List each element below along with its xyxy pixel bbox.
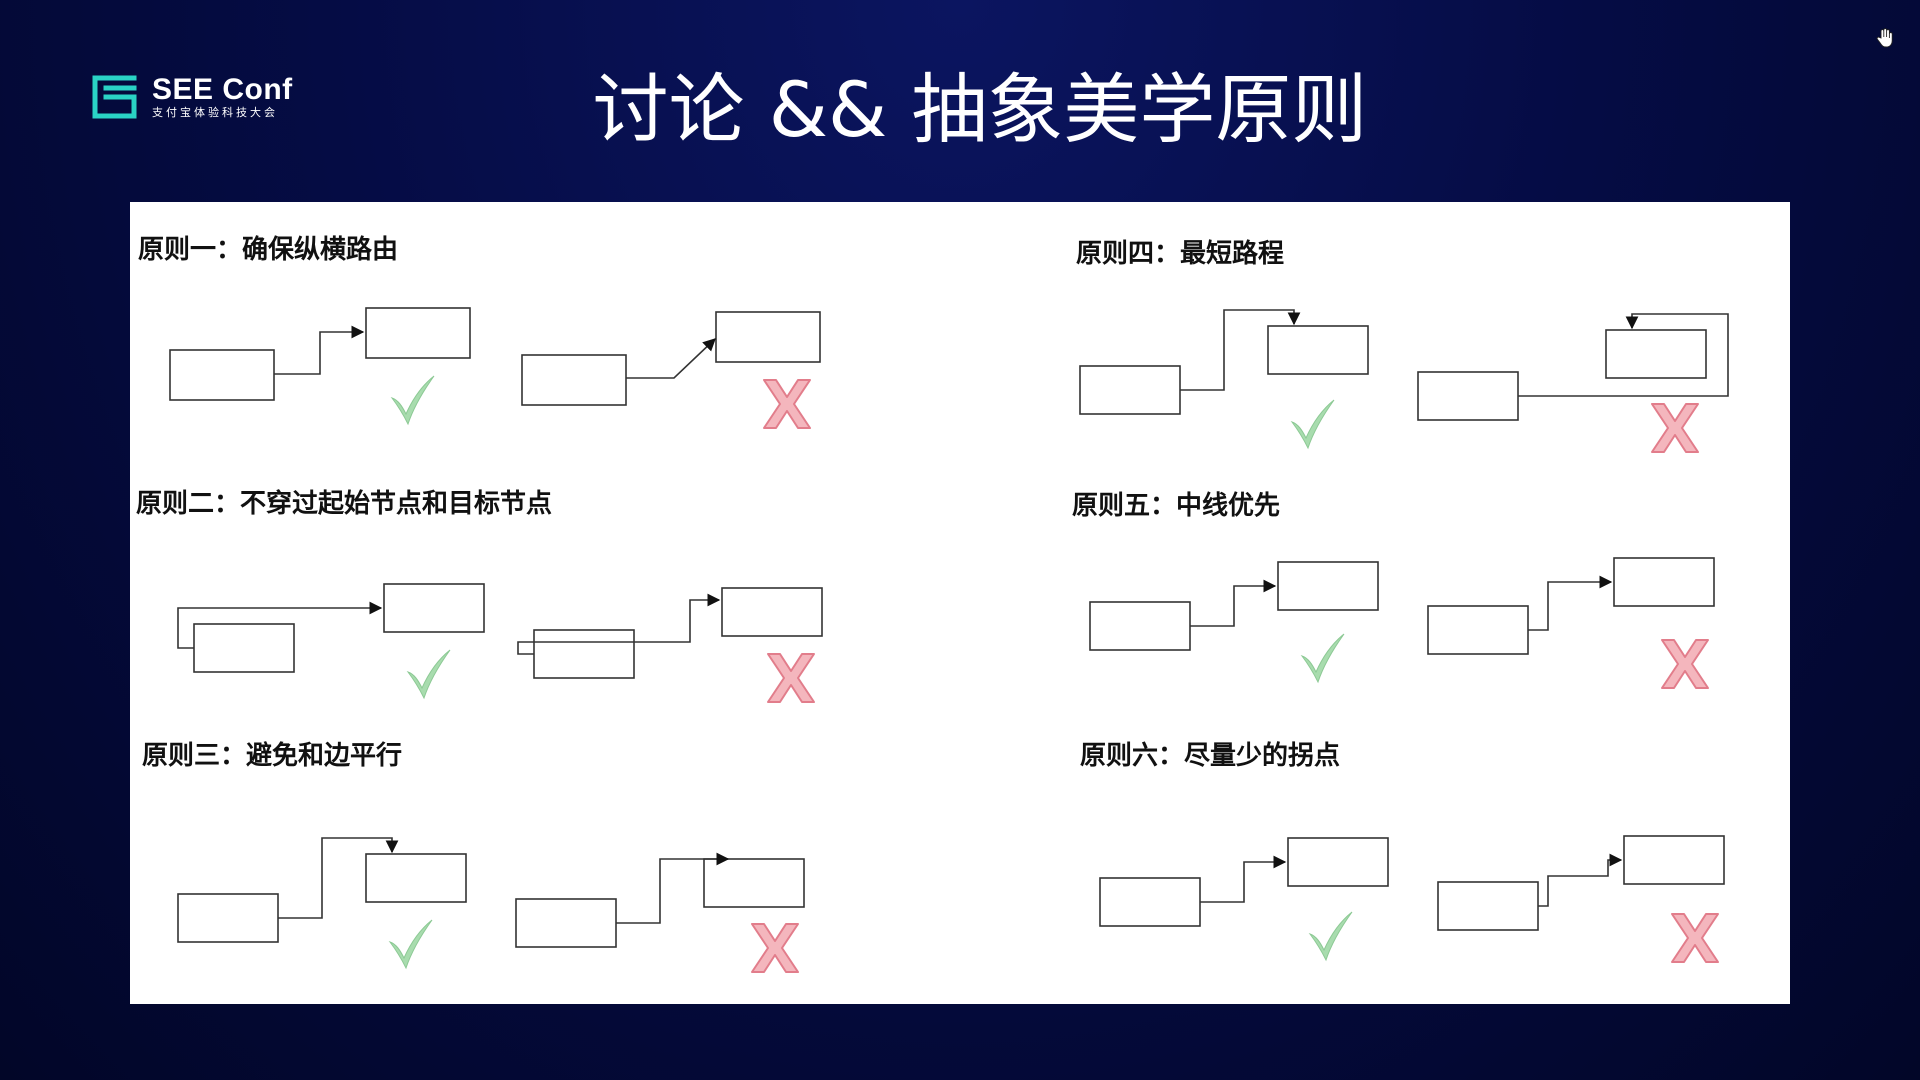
check-icon — [391, 375, 435, 425]
principle-3-good-example — [177, 837, 467, 943]
principle-1-good-example — [169, 307, 471, 401]
principle-5-good-example — [1089, 561, 1379, 651]
check-icon — [389, 919, 433, 969]
principle-1-title: 原则一：确保纵横路由 — [138, 234, 398, 265]
principle-6-good-example — [1099, 837, 1389, 927]
cross-icon — [1661, 639, 1709, 689]
check-icon — [1309, 911, 1353, 961]
slide-title: 讨论 && 抽象美学原则 — [592, 65, 1368, 154]
principle-2-good-example — [177, 583, 485, 673]
principle-6-bad-example — [1437, 835, 1725, 931]
principles-panel: 原则一：确保纵横路由 原则二：不穿过起始节点和目标节点 原则三：避免和边平行 原… — [130, 202, 1790, 1004]
principle-4-title: 原则四：最短路程 — [1076, 238, 1284, 269]
principle-5-title: 原则五：中线优先 — [1072, 491, 1280, 521]
principle-5-bad-example — [1427, 557, 1715, 655]
logo-name: SEE Conf — [152, 73, 293, 106]
principle-1-bad-example — [521, 311, 821, 406]
principle-2-title: 原则二：不穿过起始节点和目标节点 — [136, 488, 552, 519]
logo-subtitle: 支付宝体验科技大会 — [152, 106, 278, 119]
principles-diagram: 原则一：确保纵横路由 原则二：不穿过起始节点和目标节点 原则三：避免和边平行 原… — [136, 234, 1729, 973]
logo-text: SEE Conf 支付宝体验科技大会 — [152, 74, 293, 120]
seeconf-logo: SEE Conf 支付宝体验科技大会 — [92, 74, 293, 120]
cross-icon — [1671, 913, 1719, 963]
cross-icon — [767, 653, 815, 703]
principle-2-bad-example — [517, 587, 823, 679]
check-icon — [1301, 633, 1345, 683]
principle-4-good-example — [1079, 309, 1369, 415]
principle-3-bad-example — [515, 852, 805, 948]
check-icon — [1291, 399, 1335, 449]
principle-4-bad-example — [1417, 313, 1729, 421]
principle-3-title: 原则三：避免和边平行 — [142, 740, 402, 771]
hand-cursor-icon — [1876, 28, 1893, 48]
cross-icon — [751, 923, 799, 973]
cross-icon — [763, 379, 811, 429]
seeconf-logo-icon — [92, 75, 137, 119]
principle-6-title: 原则六：尽量少的拐点 — [1080, 740, 1340, 771]
cross-icon — [1651, 403, 1699, 453]
check-icon — [407, 649, 451, 699]
